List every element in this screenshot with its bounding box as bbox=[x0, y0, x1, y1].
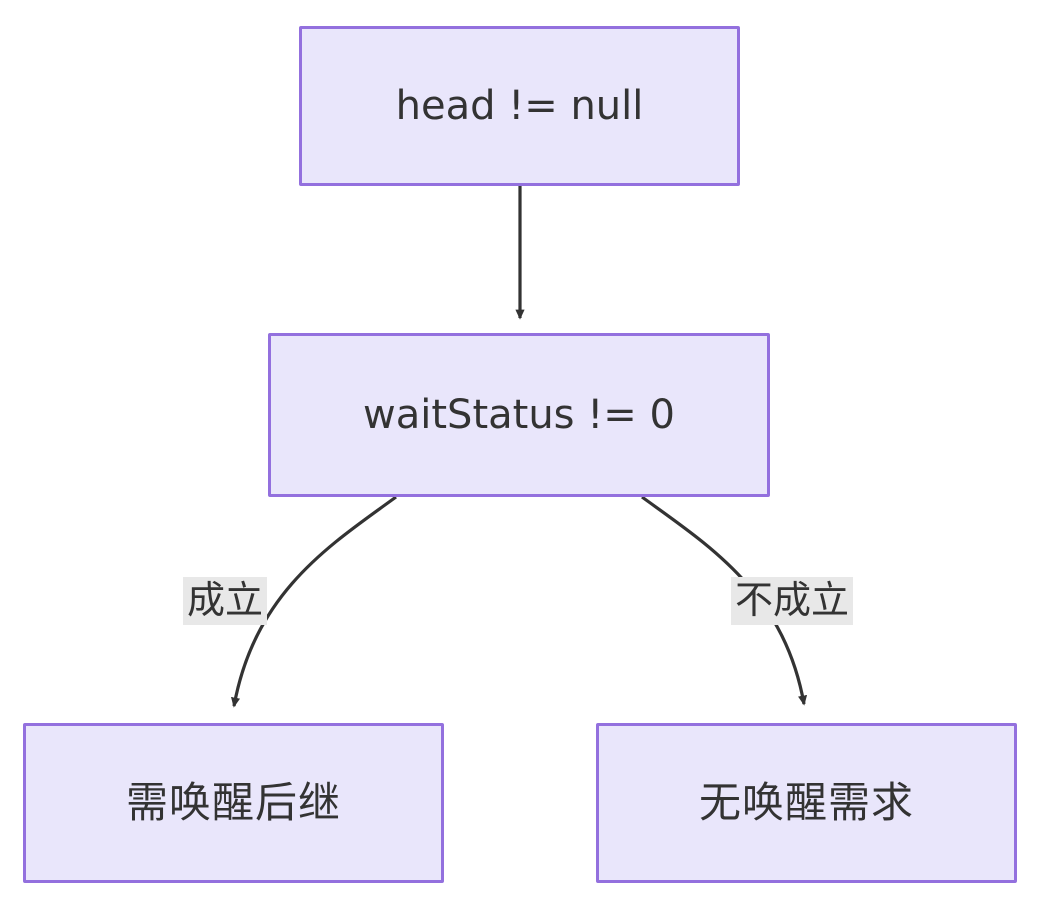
node-head-not-null[interactable]: head != null bbox=[299, 26, 740, 186]
edge-label-false: 不成立 bbox=[731, 577, 854, 625]
node-label: 无唤醒需求 bbox=[698, 777, 914, 827]
node-need-wake-successor[interactable]: 需唤醒后继 bbox=[23, 723, 444, 883]
node-label: 需唤醒后继 bbox=[125, 777, 341, 827]
node-waitstatus-not-zero[interactable]: waitStatus != 0 bbox=[268, 333, 770, 497]
node-label: waitStatus != 0 bbox=[363, 392, 675, 438]
edge-label-true: 成立 bbox=[183, 577, 268, 625]
node-no-wake-needed[interactable]: 无唤醒需求 bbox=[596, 723, 1017, 883]
node-label: head != null bbox=[395, 83, 644, 129]
